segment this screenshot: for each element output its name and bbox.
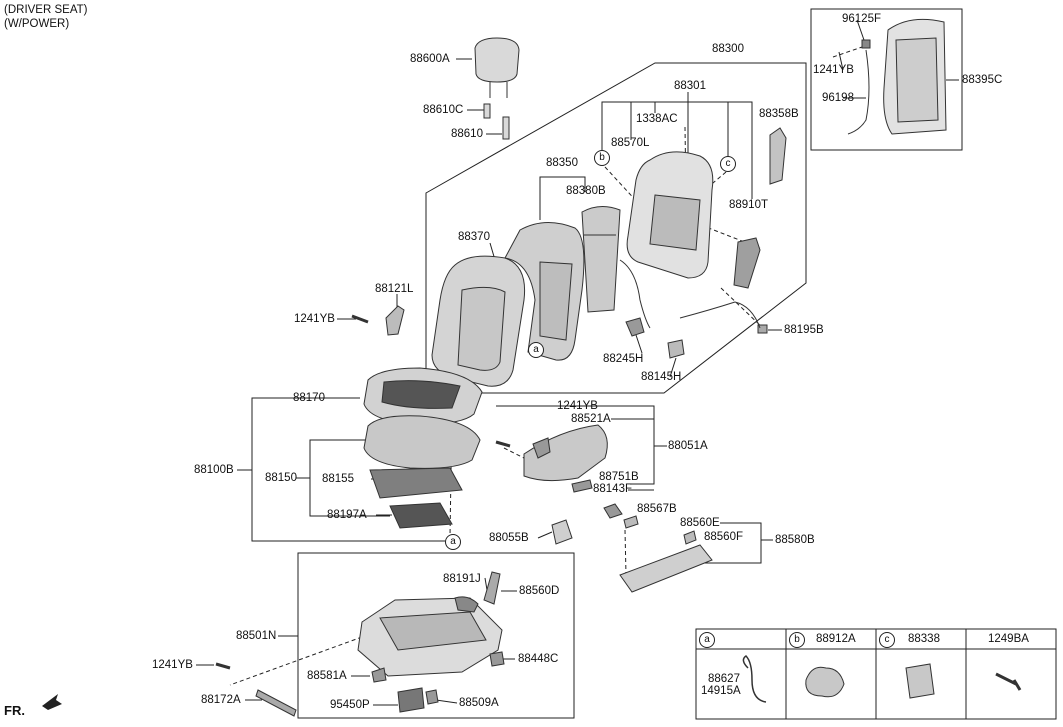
airbag-module-part — [733, 237, 761, 289]
label-88100B: 88100B — [194, 464, 234, 476]
callout-c: c — [720, 156, 736, 172]
callout-a-upper: a — [528, 342, 544, 358]
label-95450P: 95450P — [330, 699, 370, 711]
label-88170: 88170 — [293, 392, 325, 404]
label-88055B: 88055B — [489, 532, 529, 544]
label-88195B: 88195B — [784, 324, 824, 336]
label-88610C: 88610C — [423, 104, 464, 116]
heater-mat-part — [369, 467, 463, 499]
legend-part-1249BA: 1249BA — [988, 633, 1029, 645]
backrest-cover-part — [431, 222, 585, 387]
seat-cushion-cover-part — [363, 367, 483, 425]
label-96198: 96198 — [822, 92, 854, 104]
label-88560E: 88560E — [680, 517, 720, 529]
callout-a-lower: a — [445, 534, 461, 550]
label-88245H: 88245H — [603, 353, 644, 365]
legend-letter-c: c — [879, 632, 895, 648]
label-88560D: 88560D — [519, 585, 560, 597]
label-88350: 88350 — [546, 157, 578, 169]
label-88380B: 88380B — [566, 185, 606, 197]
label-88301: 88301 — [674, 80, 706, 92]
legend-letter-a: a — [699, 632, 715, 648]
seat-cushion-pad-part — [363, 415, 481, 469]
label-88521A: 88521A — [571, 413, 611, 425]
legend-part-88912A: 88912A — [816, 633, 856, 645]
legend-table — [695, 628, 1057, 720]
headrest-part — [474, 37, 520, 140]
label-96125F: 96125F — [842, 13, 882, 25]
label-1241YB-bolt-b: 1241YB — [557, 400, 598, 412]
label-1241YB-bolt-c: 1241YB — [152, 659, 193, 671]
label-88580B: 88580B — [775, 534, 815, 546]
seat-back-panel-box — [810, 8, 963, 151]
label-88910T: 88910T — [729, 199, 769, 211]
label-88395C: 88395C — [962, 74, 1003, 86]
label-88370: 88370 — [458, 231, 490, 243]
diagram-title-line1: (DRIVER SEAT) — [4, 4, 88, 16]
legend-part-88338: 88338 — [908, 633, 940, 645]
label-88581A: 88581A — [307, 670, 347, 682]
label-88300: 88300 — [712, 43, 744, 55]
callout-b: b — [594, 150, 610, 166]
label-88051A: 88051A — [668, 440, 708, 452]
label-1241YB-bolt-d: 1241YB — [813, 64, 854, 76]
label-88191J: 88191J — [443, 573, 481, 585]
legend-part-14915A: 14915A — [701, 685, 741, 697]
label-88145H: 88145H — [641, 371, 682, 383]
label-88570L: 88570L — [611, 137, 650, 149]
label-88509A: 88509A — [459, 697, 499, 709]
backrest-frame-part — [619, 151, 714, 329]
label-88150: 88150 — [265, 472, 297, 484]
label-88448C: 88448C — [518, 653, 559, 665]
side-cover-part — [769, 127, 787, 185]
label-88751B: 88751B — [599, 471, 639, 483]
cover-sheet-part — [389, 502, 453, 529]
seat-track-part — [357, 571, 505, 713]
label-88197A: 88197A — [327, 509, 367, 521]
label-88567B: 88567B — [637, 503, 677, 515]
label-88600A: 88600A — [410, 53, 450, 65]
label-88560F: 88560F — [704, 531, 744, 543]
legend-part-88627: 88627 — [708, 673, 740, 685]
legend-letter-b: b — [789, 632, 805, 648]
label-88172A: 88172A — [201, 694, 241, 706]
side-shield-part — [495, 424, 608, 493]
label-88501N: 88501N — [236, 630, 277, 642]
diagram-title-line2: (W/POWER) — [4, 18, 70, 30]
label-88610: 88610 — [451, 128, 483, 140]
back-panel-part — [847, 18, 947, 135]
label-88358B: 88358B — [759, 108, 799, 120]
label-1338AC: 1338AC — [636, 113, 678, 125]
label-88121L: 88121L — [375, 283, 414, 295]
label-88155: 88155 — [322, 473, 354, 485]
lumbar-pad-part — [581, 206, 621, 313]
rail-cover-part — [619, 544, 713, 593]
front-direction-label: FR. — [4, 703, 25, 718]
front-arrow-icon — [42, 694, 62, 710]
label-88143F: 88143F — [593, 483, 633, 495]
label-1241YB-bolt-a: 1241YB — [294, 313, 335, 325]
